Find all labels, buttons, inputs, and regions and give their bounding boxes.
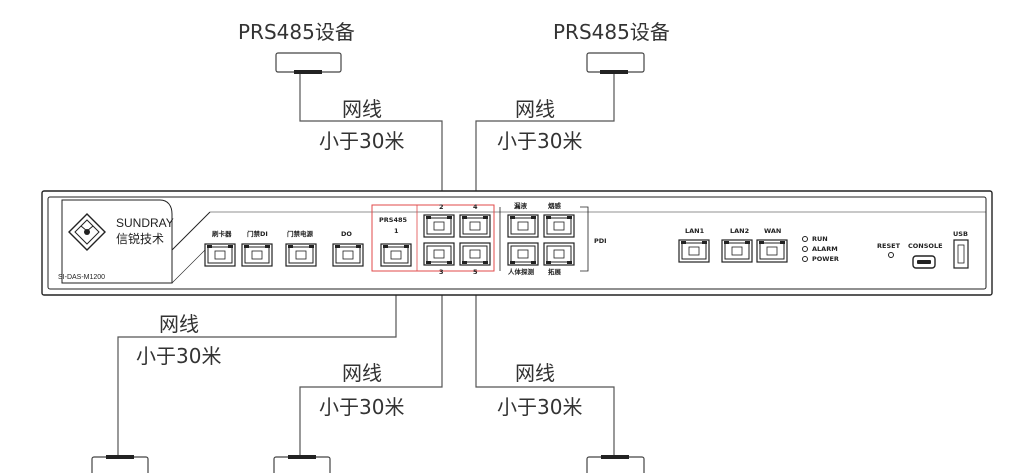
label-leak: 漏液 xyxy=(514,201,528,210)
port-wan[interactable] xyxy=(756,239,788,263)
distance-label-bottom-mid: 小于30米 xyxy=(319,395,405,419)
label-port-3: 3 xyxy=(439,268,444,276)
cable-label-top-right: 网线 xyxy=(515,97,555,121)
port-door-di[interactable] xyxy=(241,243,273,267)
device-title-top-right: PRS485设备 xyxy=(553,20,670,44)
label-usb: USB xyxy=(953,230,968,238)
port-prs485-3[interactable] xyxy=(423,242,455,266)
run-led-icon xyxy=(802,236,808,242)
label-door-power: 门禁电源 xyxy=(287,229,314,238)
device-bottom-left xyxy=(91,455,149,473)
port-prs485-4[interactable] xyxy=(459,214,491,238)
device-top-right xyxy=(586,52,645,74)
port-do[interactable] xyxy=(332,243,364,267)
label-lan2: LAN2 xyxy=(730,227,749,235)
alarm-led-icon xyxy=(802,246,808,252)
label-lan1: LAN1 xyxy=(685,227,705,235)
port-prs485-2[interactable] xyxy=(423,214,455,238)
label-pdi: PDI xyxy=(594,237,607,245)
cable-label-bottom-right: 网线 xyxy=(515,361,555,385)
prs485-highlight-box xyxy=(371,204,495,272)
label-expand: 拓展 xyxy=(548,267,562,276)
cable-label-bottom-mid: 网线 xyxy=(342,361,382,385)
port-prs485-1[interactable] xyxy=(380,243,412,267)
distance-label-bottom-left: 小于30米 xyxy=(136,344,222,368)
device-bottom-right xyxy=(586,455,645,473)
label-port-2: 2 xyxy=(439,203,444,211)
device-bottom-mid xyxy=(273,455,331,473)
port-lan2[interactable] xyxy=(721,239,753,263)
label-card-reader: 刷卡器 xyxy=(212,229,232,238)
port-expand[interactable] xyxy=(543,242,575,266)
distance-label-top-right: 小于30米 xyxy=(497,129,583,153)
label-console: CONSOLE xyxy=(908,242,943,250)
usb-port[interactable] xyxy=(953,239,969,269)
cables xyxy=(117,74,615,455)
port-prs485-5[interactable] xyxy=(459,242,491,266)
label-prs485-1: 1 xyxy=(394,227,399,235)
label-run: RUN xyxy=(812,235,828,243)
label-do: DO xyxy=(341,230,352,238)
port-smoke[interactable] xyxy=(543,214,575,238)
distance-label-bottom-right: 小于30米 xyxy=(497,395,583,419)
port-door-power[interactable] xyxy=(285,243,317,267)
label-prs485: PRS485 xyxy=(379,216,407,224)
label-reset: RESET xyxy=(877,242,901,250)
reset-button[interactable] xyxy=(888,252,894,258)
label-power: POWER xyxy=(812,255,839,263)
cable-label-bottom-left: 网线 xyxy=(159,312,199,336)
console-port[interactable] xyxy=(912,255,936,269)
brand-name: SUNDRAY xyxy=(116,216,174,230)
power-led-icon xyxy=(802,256,808,262)
port-lan1[interactable] xyxy=(678,239,710,263)
label-door-di: 门禁DI xyxy=(247,229,268,238)
label-wan: WAN xyxy=(764,227,781,235)
device-top-left xyxy=(275,52,342,74)
label-smoke: 烟感 xyxy=(548,201,562,210)
label-port-5: 5 xyxy=(473,268,478,276)
model-label: SI-DAS-M1200 xyxy=(58,274,105,281)
sundray-logo-icon xyxy=(68,213,106,251)
label-port-4: 4 xyxy=(473,203,478,211)
label-human: 人体探测 xyxy=(508,267,535,276)
label-alarm: ALARM xyxy=(812,245,838,253)
port-card-reader[interactable] xyxy=(204,243,236,267)
distance-label-top-left: 小于30米 xyxy=(319,129,405,153)
device-title-top-left: PRS485设备 xyxy=(238,20,355,44)
brand-name-cn: 信锐技术 xyxy=(116,232,164,246)
cable-label-top-left: 网线 xyxy=(342,97,382,121)
port-leak[interactable] xyxy=(507,214,539,238)
port-human[interactable] xyxy=(507,242,539,266)
